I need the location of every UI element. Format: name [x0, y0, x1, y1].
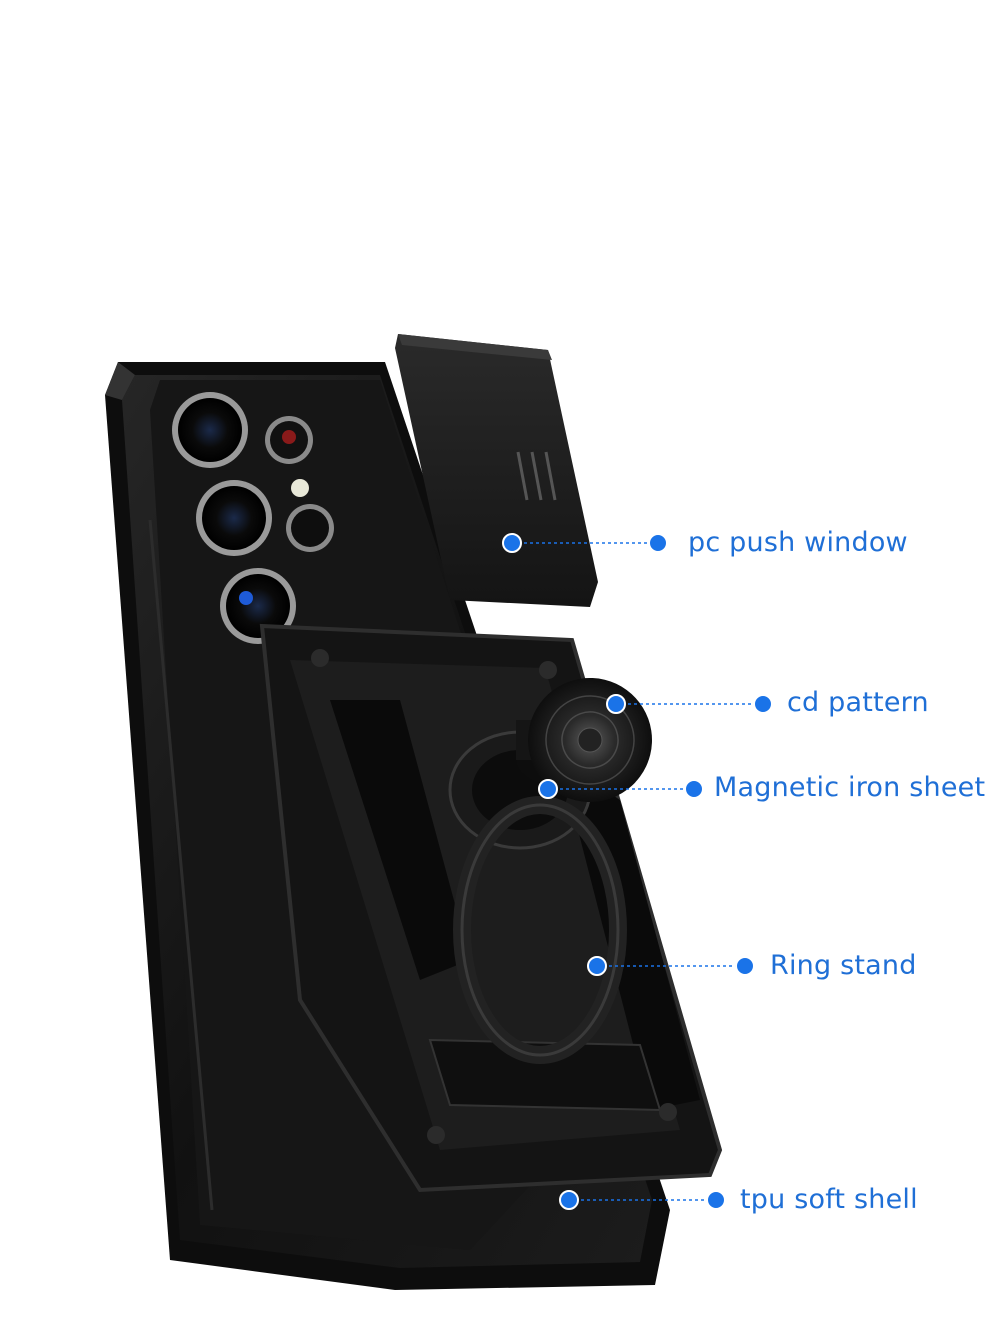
ring-stand-label: Ring stand — [770, 950, 917, 981]
cd-pattern-label: cd pattern — [787, 687, 929, 718]
callout-magnetic-iron-sheet — [538, 779, 704, 799]
pc-push-window-slider — [395, 334, 598, 607]
camera-lenses — [172, 392, 334, 644]
pc-push-window-label: pc push window — [688, 527, 908, 558]
ring-stand — [453, 796, 627, 1064]
callout-pc-push-window — [502, 533, 668, 553]
callout-cd-pattern — [606, 694, 773, 714]
tpu-soft-shell-label: tpu soft shell — [740, 1184, 918, 1215]
callout-ring-stand — [587, 956, 755, 976]
magnetic-iron-sheet-label: Magnetic iron sheet — [714, 772, 986, 803]
callout-tpu-soft-shell — [559, 1190, 726, 1210]
